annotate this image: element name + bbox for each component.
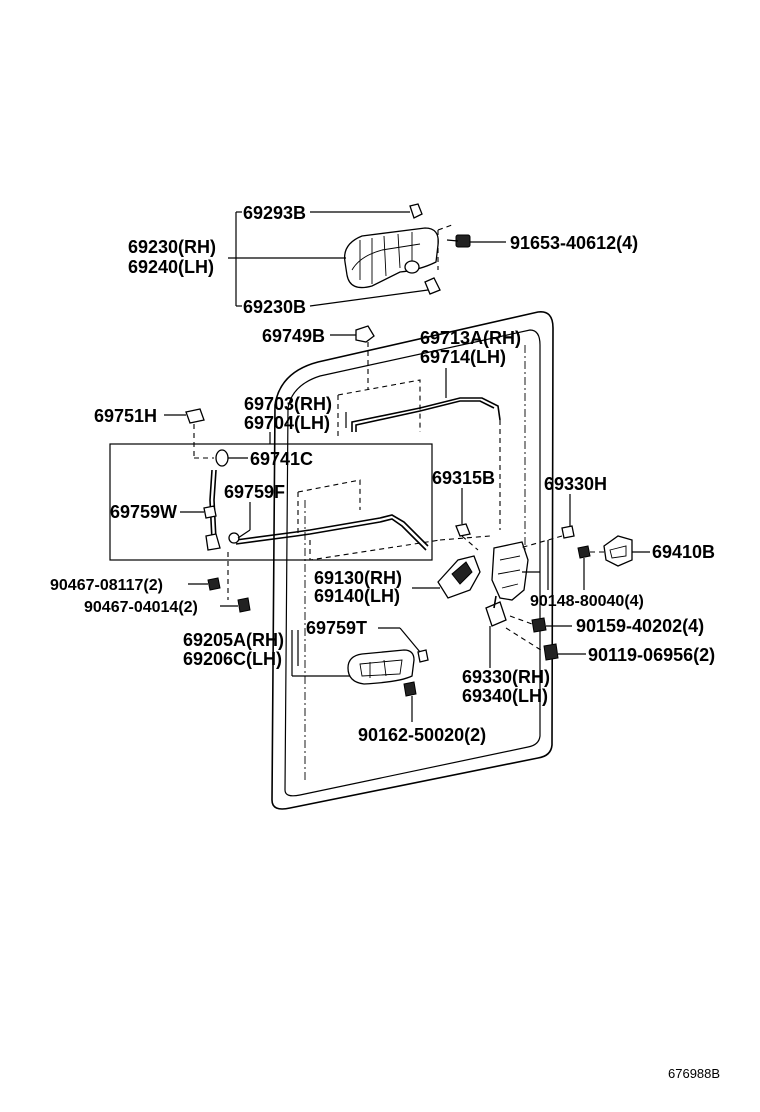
label-69759T: 69759T xyxy=(306,618,367,638)
clip-69741C xyxy=(215,449,229,467)
outside-handle-assembly xyxy=(343,203,471,295)
label-91653: 91653-40612(4) xyxy=(510,233,638,253)
part-labels: 69293B 69230(RH) 69240(LH) 69230B 91653-… xyxy=(50,203,720,1081)
cap-69751H xyxy=(185,408,205,424)
leader-lines xyxy=(164,211,650,722)
label-69741C: 69741C xyxy=(250,449,313,469)
label-69330H: 69330H xyxy=(544,474,607,494)
label-69751H: 69751H xyxy=(94,406,157,426)
clip-69749B xyxy=(355,325,375,343)
label-69713A: 69713A(RH) xyxy=(420,328,521,348)
label-69410B: 69410B xyxy=(652,542,715,562)
clip-69759T xyxy=(417,649,429,663)
bolt-69330H xyxy=(561,525,575,539)
rod-69759W xyxy=(209,469,213,541)
label-90148: 90148-80040(4) xyxy=(530,593,644,610)
door-panel-outline xyxy=(271,311,554,810)
label-69330RH: 69330(RH) xyxy=(462,667,550,687)
label-69230RH: 69230(RH) xyxy=(128,237,216,257)
label-69315B: 69315B xyxy=(432,468,495,488)
screw-90119 xyxy=(543,643,559,661)
sub-assembly-box xyxy=(109,443,433,561)
door-lock-assembly xyxy=(437,541,540,627)
label-69714: 69714(LH) xyxy=(420,347,506,367)
label-69759W: 69759W xyxy=(110,502,177,522)
label-69704: 69704(LH) xyxy=(244,413,330,433)
inside-handle-assembly xyxy=(347,649,429,697)
label-90159: 90159-40202(4) xyxy=(576,616,704,636)
striker-69410B xyxy=(577,535,633,567)
diagram-code: 676988B xyxy=(668,1066,720,1081)
clip-90467-04014 xyxy=(237,597,251,613)
clip-69759F xyxy=(228,532,240,544)
screw-90159 xyxy=(531,617,547,633)
label-69130: 69130(RH) xyxy=(314,568,402,588)
label-90467-08117: 90467-08117(2) xyxy=(50,577,163,594)
screw-90162 xyxy=(403,681,417,697)
label-69205A: 69205A(RH) xyxy=(183,630,284,650)
label-69749B: 69749B xyxy=(262,326,325,346)
label-69230B: 69230B xyxy=(243,297,306,317)
label-69293B: 69293B xyxy=(243,203,306,223)
label-90162: 90162-50020(2) xyxy=(358,725,486,745)
label-90467-04014: 90467-04014(2) xyxy=(84,599,198,616)
clip-90467-08117 xyxy=(207,577,221,591)
label-69703: 69703(RH) xyxy=(244,394,332,414)
label-69759F: 69759F xyxy=(224,482,285,502)
label-69340LH: 69340(LH) xyxy=(462,686,548,706)
label-69240LH: 69240(LH) xyxy=(128,257,214,277)
clip-69315B xyxy=(455,523,471,537)
label-69140: 69140(LH) xyxy=(314,586,400,606)
label-90119: 90119-06956(2) xyxy=(588,645,715,665)
label-69206C: 69206C(LH) xyxy=(183,649,282,669)
